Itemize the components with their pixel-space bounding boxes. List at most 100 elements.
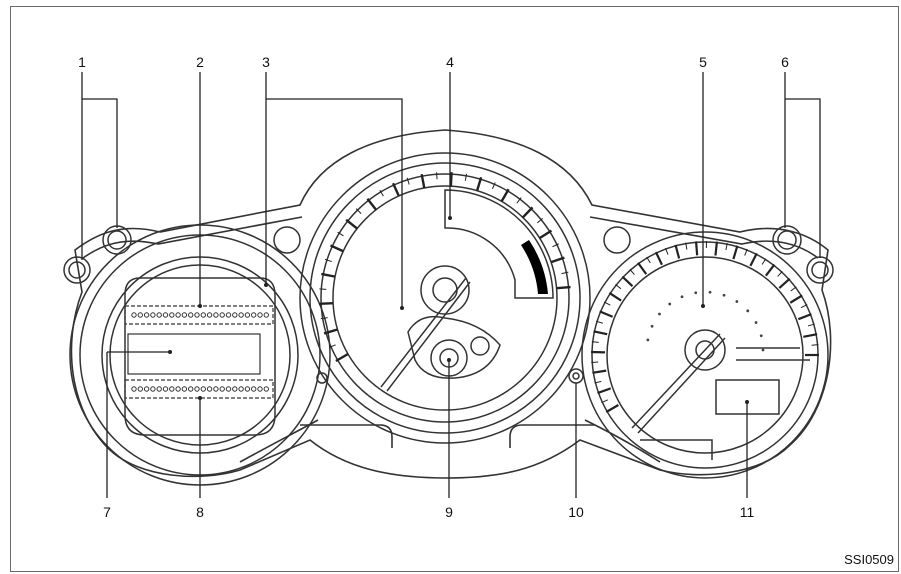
speed-tick (599, 310, 614, 318)
speed-tick (629, 268, 635, 275)
callout-7: 7 (103, 504, 111, 520)
tach-tick (321, 272, 336, 278)
tach-tick (521, 206, 534, 219)
tach-tick (538, 229, 553, 240)
segment-dot (175, 386, 181, 392)
speed-dot (668, 302, 672, 306)
callout-9: 9 (445, 504, 453, 520)
leader-1 (81, 72, 118, 260)
speed-tick (605, 404, 619, 413)
speed-tick (615, 284, 622, 290)
tach-tick (391, 182, 400, 197)
segment-dot (150, 312, 156, 318)
indicator-lamps (63, 225, 834, 384)
speed-tick (592, 369, 607, 374)
tach-tick (556, 285, 571, 290)
segment-dots-top (131, 312, 269, 318)
segment-dot (175, 312, 181, 318)
segment-dot (232, 386, 238, 392)
speed-tick (789, 294, 803, 304)
speedometer-ticks (591, 241, 819, 413)
speed-tick (685, 242, 688, 250)
callout-1: 1 (78, 54, 86, 70)
segment-dot (206, 386, 213, 392)
speed-dot (680, 295, 684, 299)
speed-tick (621, 275, 634, 287)
speed-dot (746, 309, 750, 313)
speed-tick (654, 251, 663, 266)
tach-tick (379, 189, 384, 197)
speedometer-dots (646, 290, 765, 352)
segment-dot (137, 386, 144, 392)
leader-7 (106, 351, 170, 498)
segment-dot (219, 312, 225, 318)
callout-2: 2 (196, 54, 204, 70)
segment-dot (150, 386, 156, 392)
segment-dot (137, 312, 144, 318)
speed-tick (790, 286, 797, 292)
speed-tick (761, 258, 767, 265)
segment-dot (257, 312, 263, 318)
tach-tick (355, 208, 362, 214)
tach-tick (449, 172, 453, 187)
segment-dot (162, 312, 169, 318)
speed-tick (765, 263, 776, 277)
tach-tick (328, 344, 336, 349)
callout-11: 11 (740, 504, 755, 520)
speed-tick (725, 243, 728, 251)
speed-dot (650, 324, 654, 328)
tach-tick (475, 176, 483, 192)
segment-dot (169, 386, 175, 392)
speed-tick (603, 301, 611, 306)
speed-tick (597, 387, 612, 395)
tach-tick (561, 271, 569, 275)
segment-dot (225, 312, 232, 318)
segment-dot (213, 312, 219, 318)
tach-tick (319, 302, 334, 306)
segment-dot (244, 386, 251, 392)
tach-tick (464, 173, 468, 181)
tach-tick (406, 177, 410, 185)
speedometer (581, 231, 829, 479)
segment-dot (131, 386, 137, 392)
segment-dot (181, 386, 188, 392)
speed-tick (646, 256, 651, 264)
bolt-left (316, 372, 328, 384)
tachometer (299, 152, 591, 444)
segment-dot (181, 312, 188, 318)
speed-tick (593, 330, 608, 336)
speed-tick (797, 313, 812, 321)
segment-dot (200, 386, 207, 392)
speed-tick (800, 304, 808, 309)
speed-dot (646, 338, 650, 342)
speed-dot (658, 312, 661, 316)
speed-tick (803, 333, 818, 338)
figure-frame (10, 6, 899, 572)
redline-zone (521, 240, 548, 294)
leader-3 (265, 72, 403, 308)
speed-tick (749, 252, 758, 267)
speed-tick (744, 248, 748, 256)
callout-8: 8 (196, 504, 204, 520)
segment-dot (143, 312, 150, 318)
segment-dot (238, 386, 244, 392)
leader-endpoints (168, 216, 749, 404)
mount-hole-left (273, 226, 301, 254)
speed-tick (777, 270, 783, 277)
segment-dot (219, 386, 225, 392)
segment-dot (188, 386, 194, 392)
segment-dot (156, 386, 162, 392)
tach-tick (500, 188, 510, 202)
tach-tick (550, 256, 565, 264)
tach-tick (536, 218, 544, 224)
tach-tick (420, 173, 426, 189)
speed-tick (591, 341, 599, 343)
callout-10: 10 (568, 504, 584, 520)
tach-tick (320, 317, 328, 320)
segment-dot (232, 312, 238, 318)
segment-dots-bottom (131, 386, 269, 392)
lamp-right-upper (772, 225, 802, 255)
segment-dot (143, 386, 150, 392)
tach-tick (516, 197, 522, 204)
